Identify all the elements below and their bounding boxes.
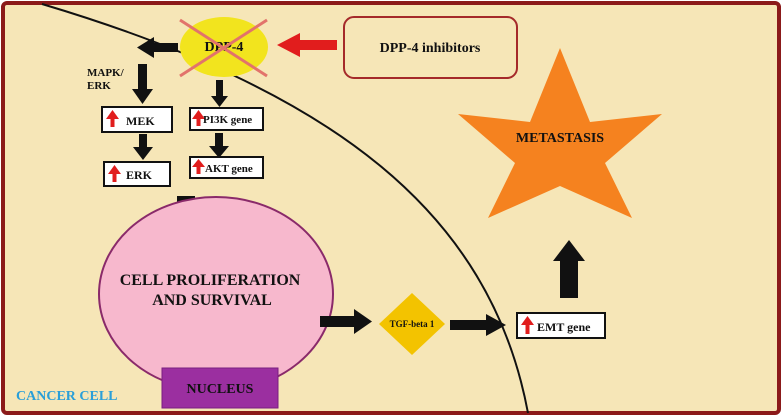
erk-label: ERK xyxy=(126,168,153,182)
arrow-to-akt xyxy=(209,133,229,158)
nucleus-label: NUCLEUS xyxy=(187,382,254,397)
akt-label: AKT gene xyxy=(205,163,253,175)
arrow-to-mek xyxy=(132,64,153,104)
mek-label: MEK xyxy=(126,114,155,128)
metastasis-label: METASTASIS xyxy=(516,131,604,146)
akt-box: AKT gene xyxy=(189,156,264,179)
inhibitor-arrow xyxy=(277,33,337,57)
pi3k-label: PI3K gene xyxy=(203,114,252,126)
erk-box: ERK xyxy=(103,161,171,187)
arrow-dpp4-left xyxy=(137,37,178,58)
metastasis-star xyxy=(458,48,662,218)
inhibitors-label: DPP-4 inhibitors xyxy=(380,41,481,56)
inhibitors-box xyxy=(343,16,518,79)
cross-mark xyxy=(179,18,268,78)
cancer-cell-label: CANCER CELL xyxy=(16,389,118,404)
cell-membrane-line xyxy=(41,3,529,414)
emt-box: EMT gene xyxy=(516,312,606,339)
emt-label: EMT gene xyxy=(537,320,591,334)
cell-proliferation-label: CELL PROLIFERATION AND SURVIVAL xyxy=(120,272,305,309)
nucleus-box xyxy=(161,367,279,409)
mek-box: MEK xyxy=(101,106,173,133)
arrow-to-tgf xyxy=(320,309,372,334)
mapk-erk-label: MAPK/ ERK xyxy=(87,67,126,92)
arrow-to-emt xyxy=(450,314,506,336)
tgf-beta-label: TGF-beta 1 xyxy=(390,319,435,329)
arrow-to-pi3k xyxy=(211,80,228,107)
arrow-to-metastasis xyxy=(553,240,585,298)
arrow-to-erk xyxy=(133,134,153,160)
pi3k-box: PI3K gene xyxy=(189,107,264,131)
tgf-beta-diamond xyxy=(379,293,445,355)
